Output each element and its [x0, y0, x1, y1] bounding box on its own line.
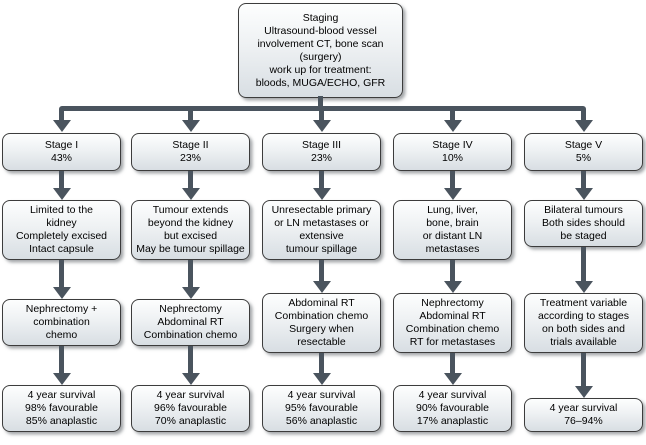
down-arrow — [262, 171, 381, 200]
treatment-box: Nephrectomy Abdominal RT Combination che… — [131, 299, 250, 346]
treatment-box: Nephrectomy Abdominal RT Combination che… — [393, 292, 512, 353]
arrowhead-icon — [312, 120, 331, 132]
survival-box: 4 year survival 98% favourable 85% anapl… — [2, 385, 121, 432]
arrowhead-icon — [312, 373, 331, 385]
treatment-box: Abdominal RT Combination chemo Surgery w… — [262, 292, 381, 353]
down-arrow — [2, 260, 121, 299]
down-arrow — [181, 110, 200, 132]
stage-percent: 10% — [441, 152, 463, 164]
description-box: Limited to the kidney Completely excised… — [2, 200, 121, 260]
down-arrow — [524, 247, 643, 293]
stage-percent: 43% — [50, 152, 72, 164]
arrowhead-icon — [312, 188, 331, 200]
survival-box: 4 year survival 95% favourable 56% anapl… — [262, 385, 381, 432]
description-box: Lung, liver, bone, brain or distant LN m… — [393, 200, 512, 260]
workup-connector-stem — [318, 96, 323, 108]
down-arrow — [524, 171, 643, 200]
stage-percent: 23% — [310, 152, 332, 164]
down-arrow — [131, 171, 250, 200]
arrowhead-icon — [52, 120, 71, 132]
description-box: Unresectable primary or LN metastases or… — [262, 200, 381, 260]
arrowhead-icon — [181, 188, 200, 200]
survival-box: 4 year survival 90% favourable 17% anapl… — [393, 385, 512, 432]
stage-percent: 23% — [179, 152, 201, 164]
down-arrow — [393, 352, 512, 385]
arrowhead-icon — [574, 386, 593, 398]
stage-name: Stage I — [44, 139, 79, 151]
stage-percent: 5% — [575, 152, 592, 164]
down-arrow — [393, 260, 512, 293]
arrowhead-icon — [181, 120, 200, 132]
treatment-box: Treatment variable according to stages o… — [524, 292, 643, 353]
arrowhead-icon — [181, 373, 200, 385]
down-arrow — [262, 260, 381, 293]
staging-workup-box: Staging Ultrasound-blood vessel involvem… — [238, 3, 403, 98]
down-arrow — [524, 352, 643, 398]
down-arrow — [2, 346, 121, 385]
down-arrow — [52, 110, 71, 132]
stage-name: Stage III — [301, 139, 342, 151]
down-arrow — [131, 346, 250, 385]
down-arrow — [262, 352, 381, 385]
arrowhead-icon — [574, 280, 593, 293]
treatment-box: Nephrectomy + combination chemo — [2, 299, 121, 346]
arrowhead-icon — [52, 373, 71, 385]
description-box: Bilateral tumours Both sides should be s… — [524, 200, 643, 247]
stage-name: Stage V — [564, 139, 603, 151]
arrowhead-icon — [443, 280, 462, 293]
down-arrow — [393, 171, 512, 200]
arrowhead-icon — [574, 188, 593, 200]
arrowhead-icon — [443, 373, 462, 385]
arrowhead-icon — [443, 120, 462, 132]
branch-bar — [59, 106, 586, 111]
description-box: Tumour extends beyond the kidney but exc… — [131, 200, 250, 260]
down-arrow — [2, 171, 121, 200]
arrowhead-icon — [574, 120, 593, 132]
stage-name: Stage II — [172, 139, 209, 151]
arrowhead-icon — [52, 188, 71, 200]
down-arrow — [131, 260, 250, 299]
arrowhead-icon — [312, 280, 331, 293]
survival-box: 4 year survival 76–94% — [524, 398, 643, 432]
arrowhead-icon — [181, 287, 200, 299]
down-arrow — [443, 110, 462, 132]
arrowhead-icon — [52, 287, 71, 299]
survival-box: 4 year survival 96% favourable 70% anapl… — [131, 385, 250, 432]
down-arrow — [574, 110, 593, 132]
down-arrow — [312, 110, 331, 132]
stage-name: Stage IV — [432, 139, 473, 151]
arrowhead-icon — [443, 188, 462, 200]
